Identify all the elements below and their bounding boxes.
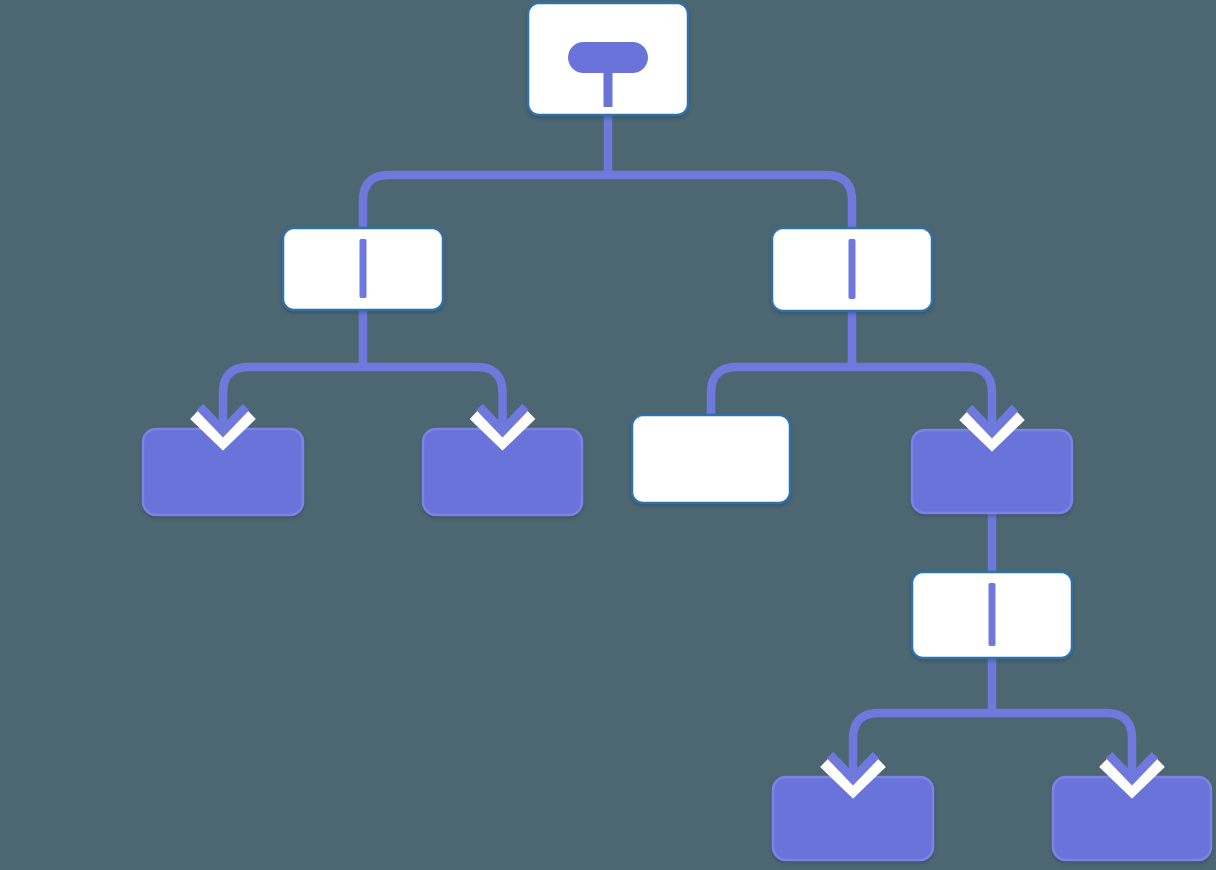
chevron-purple-stroke: [476, 403, 529, 438]
double-chevron-down-icon: [959, 404, 1025, 452]
pill-icon: [568, 42, 648, 73]
connector-from-branch-left: [218, 310, 507, 433]
vertical-line-icon: [988, 583, 996, 646]
chevron-white-stroke: [1099, 759, 1165, 799]
node-branch-bottom[interactable]: [910, 570, 1074, 660]
vertical-line-icon: [848, 239, 856, 299]
vertical-line-icon: [359, 239, 367, 298]
node-branch-left[interactable]: [281, 226, 445, 312]
chevron-purple-stroke: [826, 751, 880, 786]
chevron-white-stroke: [820, 759, 886, 799]
connector-from-branch-bottom: [848, 658, 1137, 781]
connector-from-branch-right: [706, 311, 997, 434]
chevron-white-stroke: [959, 412, 1025, 452]
chevron-white-stroke: [469, 411, 536, 451]
white-node-box[interactable]: [630, 413, 792, 505]
pill-stem-icon: [603, 67, 613, 107]
double-chevron-down-icon: [190, 403, 256, 451]
chevron-purple-stroke: [196, 403, 250, 438]
chevron-purple-stroke: [965, 404, 1019, 439]
node-branch-right[interactable]: [770, 226, 934, 313]
connectors-layer: [218, 115, 1137, 781]
node-root[interactable]: [526, 1, 690, 117]
node-node-plain[interactable]: [630, 413, 792, 505]
arrow-markers-layer: [190, 403, 1165, 799]
double-chevron-down-icon: [469, 403, 536, 451]
chevron-purple-stroke: [1105, 751, 1159, 786]
double-chevron-down-icon: [1099, 751, 1165, 799]
double-chevron-down-icon: [820, 751, 886, 799]
chevron-white-stroke: [190, 411, 256, 451]
connector-from-root: [358, 115, 857, 231]
nodes-layer: [141, 1, 1213, 862]
